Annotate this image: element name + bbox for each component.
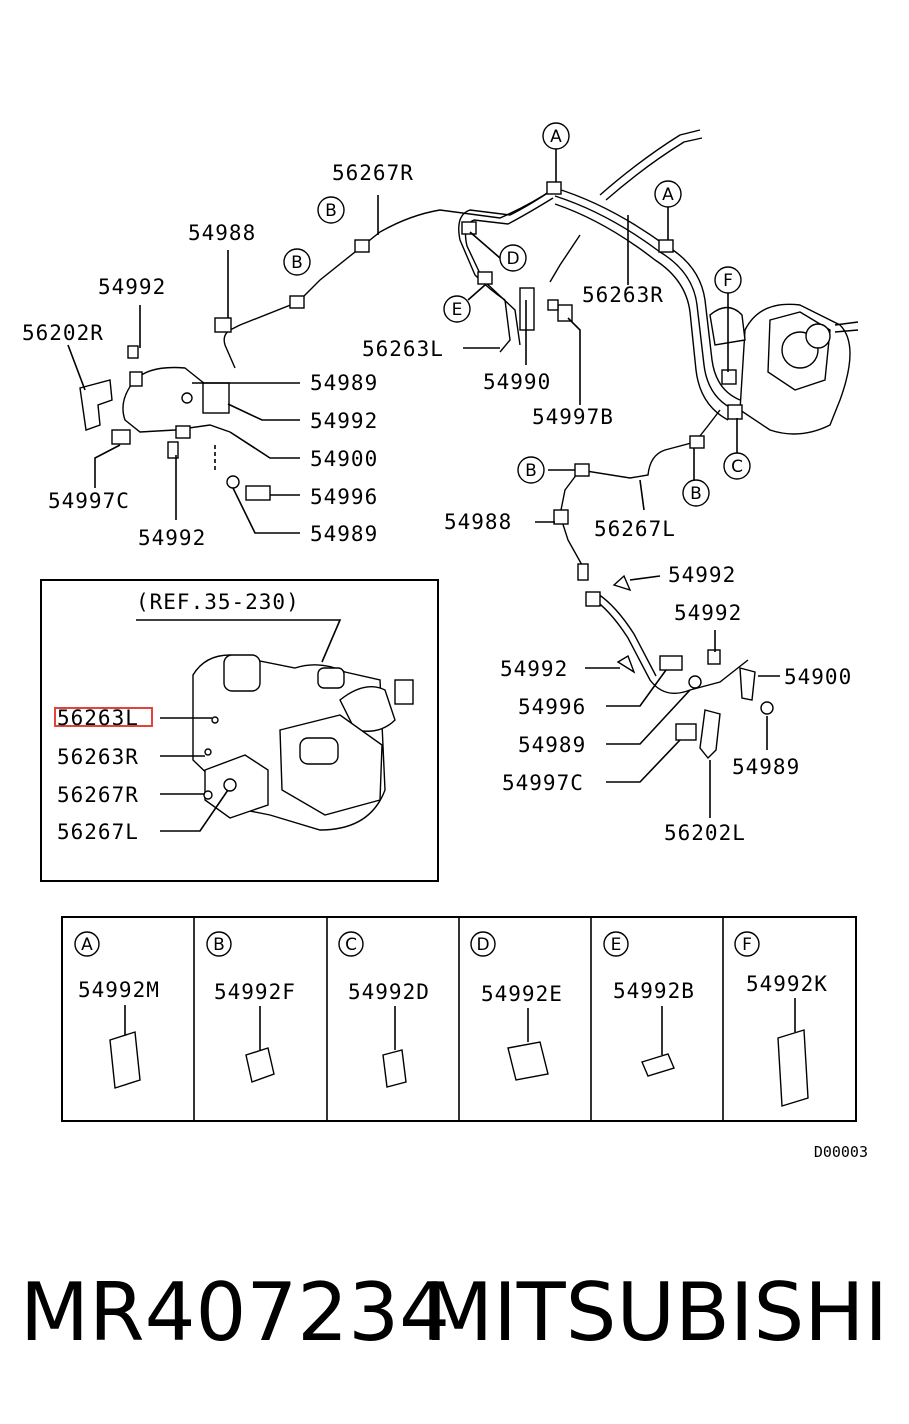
label-54900: 54900 [784, 665, 852, 689]
callout-b: B [325, 201, 337, 221]
brand-name: MITSUBISHI [424, 1266, 888, 1359]
table-part-54992F: 54992F [214, 980, 296, 1004]
label-54996: 54996 [518, 695, 586, 719]
part-number: MR407234 [20, 1266, 450, 1359]
inset-label-56263L: 56263L [57, 706, 139, 730]
label-54989: 54989 [732, 755, 800, 779]
label-54997C: 54997C [48, 489, 130, 513]
callout-e: E [452, 300, 463, 320]
callout-b: B [525, 461, 537, 481]
table-letter-a: A [81, 935, 93, 955]
label-54997B: 54997B [532, 405, 614, 429]
diagram-code: D00003 [814, 1143, 868, 1161]
label-54996: 54996 [310, 485, 378, 509]
label-54992: 54992 [500, 657, 568, 681]
inset-ref-label: (REF.35-230) [136, 590, 300, 614]
label-54900: 54900 [310, 447, 378, 471]
label-56202R: 56202R [22, 321, 104, 345]
label-54992: 54992 [310, 409, 378, 433]
callout-a: A [662, 185, 674, 205]
callouts: A A B B B B C D E F [283, 122, 751, 507]
label-54989: 54989 [310, 371, 378, 395]
callout-d: D [506, 249, 519, 269]
label-54989: 54989 [310, 522, 378, 546]
label-54988: 54988 [188, 221, 256, 245]
table-letter-e: E [611, 935, 622, 955]
inset-label-56267R: 56267R [57, 783, 139, 807]
callout-b: B [291, 253, 303, 273]
label-54989: 54989 [518, 733, 586, 757]
label-54990: 54990 [483, 370, 551, 394]
label-54992: 54992 [98, 275, 166, 299]
label-54992: 54992 [674, 601, 742, 625]
highlight-box [54, 707, 153, 727]
table-letter-b: B [213, 935, 225, 955]
leader-lines [67, 148, 780, 818]
label-56263R: 56263R [582, 283, 664, 307]
label-56263L: 56263L [362, 337, 444, 361]
label-56202L: 56202L [664, 821, 746, 845]
callout-f: F [723, 271, 733, 291]
part-labels: 56267R 54988 54992 56202R 54989 54992 54… [22, 161, 852, 845]
callout-a: A [550, 127, 562, 147]
table-part-54992D: 54992D [348, 980, 430, 1004]
clip-table: A 54992M B 54992F C 54992D D 54992E E 54… [61, 916, 857, 1122]
callout-b: B [690, 484, 702, 504]
table-part-54992E: 54992E [481, 982, 563, 1006]
label-54992: 54992 [668, 563, 736, 587]
brake-pipes [122, 129, 749, 694]
label-54992: 54992 [138, 526, 206, 550]
label-54988: 54988 [444, 510, 512, 534]
label-56267L: 56267L [594, 517, 676, 541]
inset-label-56263R: 56263R [57, 745, 139, 769]
table-letter-d: D [476, 935, 489, 955]
inset-box: (REF.35-230) 56263L 56263R 56267R 56267L [40, 579, 439, 882]
table-letter-c: C [345, 935, 357, 955]
table-part-54992B: 54992B [613, 979, 695, 1003]
table-part-54992M: 54992M [78, 978, 160, 1002]
label-54997C: 54997C [502, 771, 584, 795]
clips [79, 181, 774, 760]
inset-label-56267L: 56267L [57, 820, 139, 844]
master-cylinder-illustration [709, 303, 859, 435]
callout-c: C [731, 457, 743, 477]
table-letter-f: F [742, 935, 752, 955]
label-56267R: 56267R [332, 161, 414, 185]
table-part-54992K: 54992K [746, 972, 828, 996]
